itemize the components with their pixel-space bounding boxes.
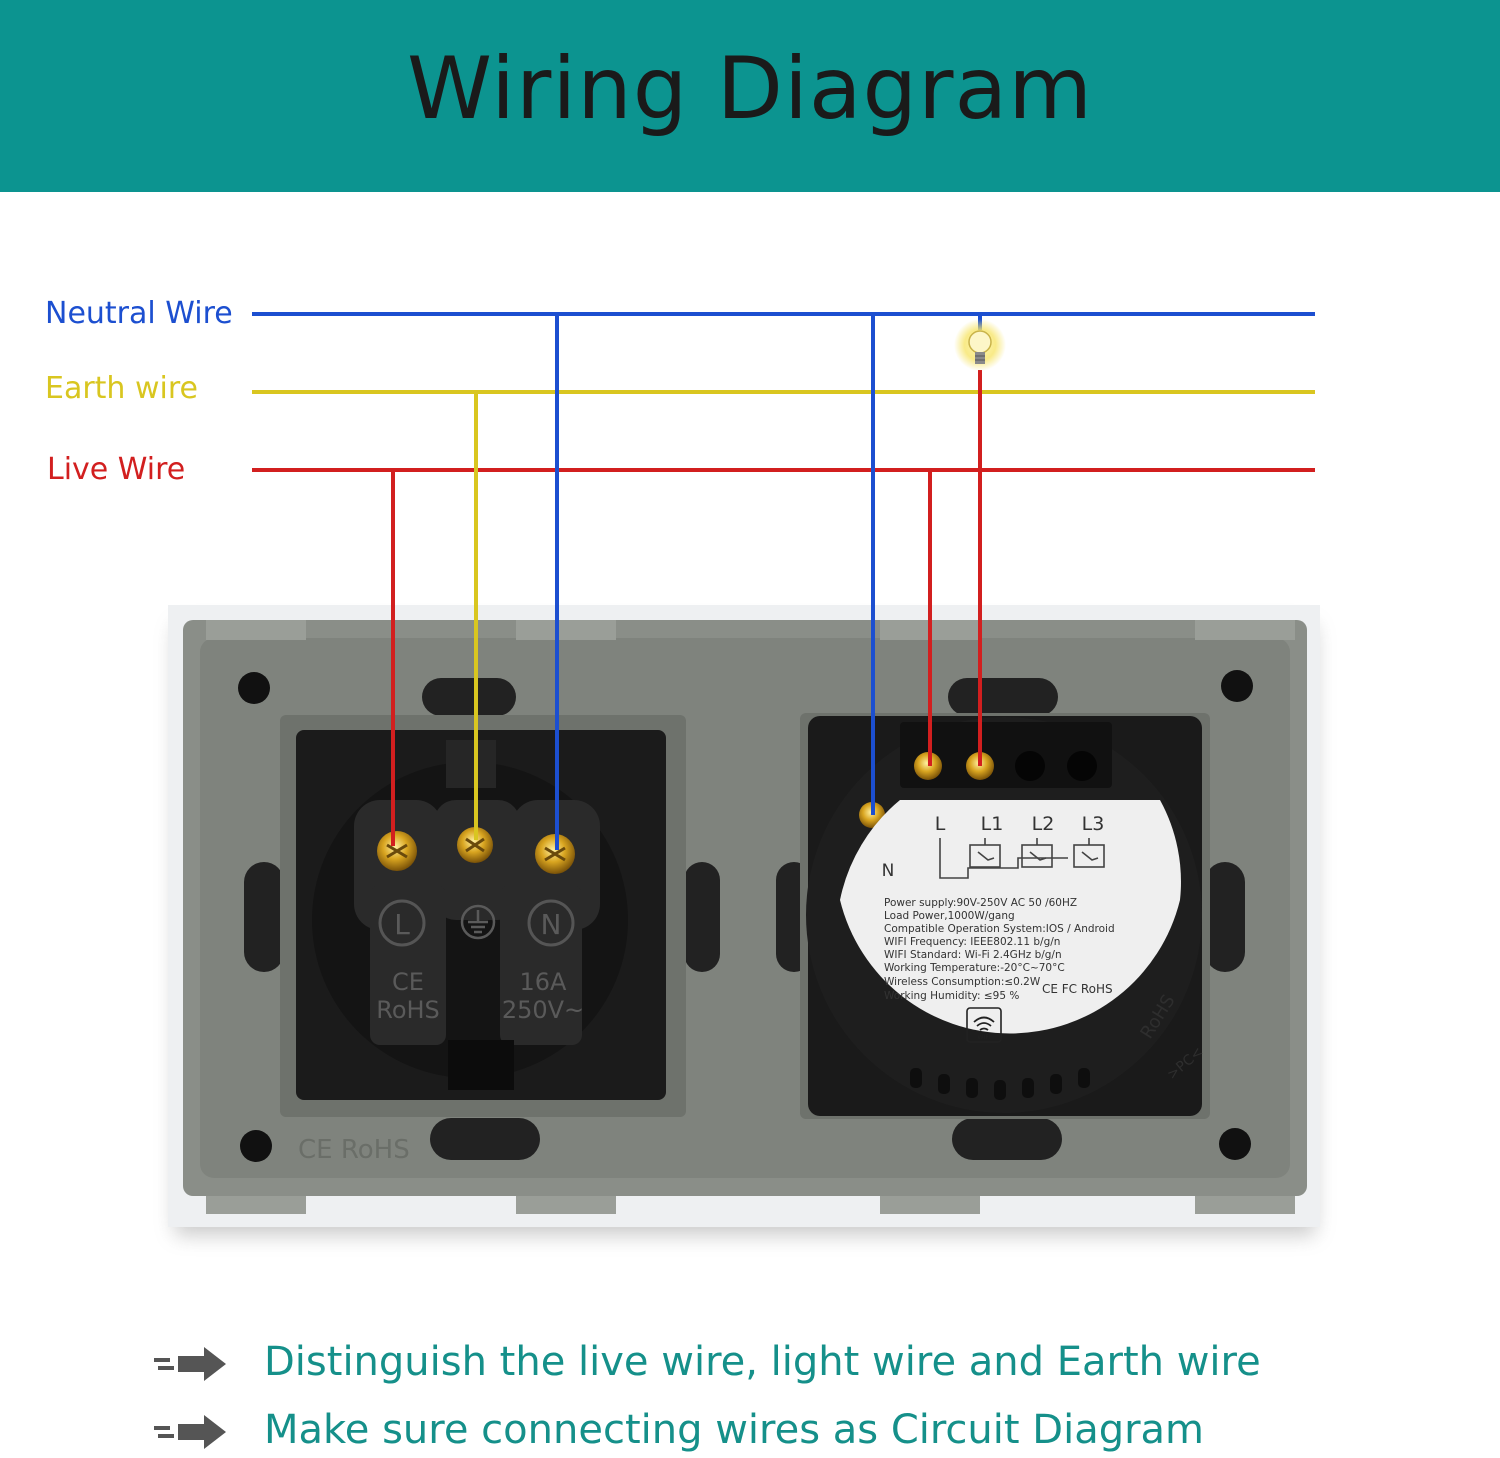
earth-wire-label: Earth wire: [45, 371, 198, 406]
switch-spec-temperature: Working Temperature:-20°C~70°C: [884, 962, 1065, 974]
switch-spec-humidity: Working Humidity: ≤95 %: [884, 990, 1019, 1002]
page-title: Wiring Diagram: [407, 39, 1093, 139]
header-banner: Wiring Diagram: [0, 0, 1500, 192]
switch-terminal-l-label: L: [935, 813, 946, 835]
switch-spec-os: Compatible Operation System:IOS / Androi…: [884, 923, 1115, 935]
wifi-icon: WIFI: [966, 1007, 1002, 1043]
socket-screw-neutral: [535, 834, 575, 874]
socket-l-circle: [378, 899, 426, 947]
note-follow-circuit: Make sure connecting wires as Circuit Di…: [264, 1407, 1205, 1453]
switch-module: L L1 L2 L3 N Power supply:90V-250V AC 50…: [806, 716, 1207, 1116]
neutral-wire-label: Neutral Wire: [45, 296, 233, 331]
switch-n-label: N: [882, 861, 895, 881]
switch-spec-power-supply: Power supply:90V-250V AC 50 /60HZ: [884, 897, 1077, 909]
switch-vent-holes: [910, 1068, 1090, 1100]
switch-terminal-l3-label: L3: [1082, 813, 1105, 835]
panel-slots: [244, 678, 1245, 1160]
socket-screw-live: [377, 831, 417, 871]
switch-schematic: [939, 838, 1105, 879]
switch-spec-load-power: Load Power,1000W/gang: [884, 910, 1015, 922]
switch-cert-marks: CE FC RoHS: [1042, 982, 1113, 996]
socket-terminal-l-label: L: [394, 908, 410, 941]
switch-terminal-l2-label: L2: [1032, 813, 1055, 835]
socket-n-circle: [527, 899, 575, 947]
double-arrow-icon: [154, 1415, 226, 1449]
switch-spec-wifi-frequency: WIFI Frequency: IEEE802.11 b/g/n: [884, 936, 1060, 948]
switch-terminal-l1-label: L1: [981, 813, 1004, 835]
switch-spec-consumption: Wireless Consumption:≤0.2W: [884, 976, 1041, 988]
socket-screw-earth: [457, 827, 493, 863]
panel-clips: [206, 620, 1295, 1214]
double-arrow-icon: [154, 1347, 226, 1381]
socket-rohs-mark: RoHS: [376, 996, 440, 1024]
note-distinguish-wires: Distinguish the live wire, light wire an…: [264, 1339, 1261, 1385]
panel-ce-rohs-mark: CE RoHS: [298, 1135, 410, 1165]
switch-terminal-block: [900, 722, 1112, 788]
wiring-diagram: CE RoHS L: [168, 312, 1320, 1235]
socket-earth-clip: [446, 740, 496, 788]
light-bulb-icon: [954, 319, 1006, 371]
socket-module: L N CE RoHS 16A 250V~: [296, 730, 666, 1100]
socket-rating-voltage: 250V~: [502, 996, 584, 1024]
earth-ground-icon: [460, 904, 496, 940]
socket-rating-current: 16A: [520, 968, 568, 996]
switch-spec-wifi-standard: WIFI Standard: Wi-Fi 2.4GHz b/g/n: [884, 949, 1062, 961]
live-wire-label: Live Wire: [47, 452, 186, 487]
socket-terminal-n-label: N: [541, 908, 562, 941]
mounting-holes: [238, 670, 1253, 1162]
wifi-label: WIFI: [978, 1034, 991, 1041]
wire-lines: [252, 312, 1315, 850]
socket-bottom-slot: [448, 1040, 514, 1090]
socket-ce-mark: CE: [392, 968, 424, 996]
